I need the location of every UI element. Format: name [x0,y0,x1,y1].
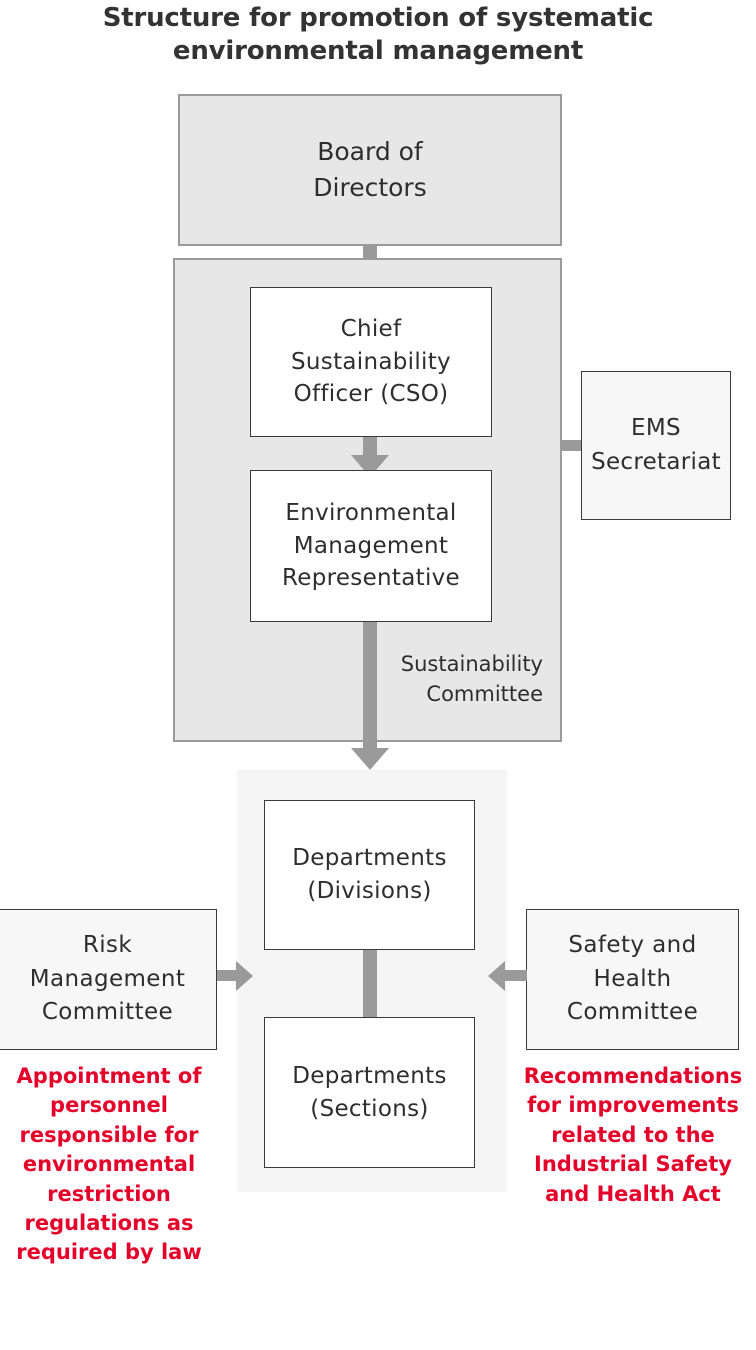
node-departments-divisions: Departments(Divisions) [264,800,475,950]
connector-committee-to-departments [363,622,377,762]
note-right-red: Recommendations for improvements related… [523,1064,743,1206]
node-departments-sections: Departments(Sections) [264,1017,475,1168]
page-title: Structure for promotion of systematic en… [102,3,654,67]
node-departments-divisions-label: Departments(Divisions) [292,845,447,904]
arrow-risk-to-departments-icon [236,961,253,991]
arrow-committee-to-departments-icon [351,748,389,770]
arrow-safety-to-departments-icon [488,961,505,991]
connector-divisions-to-sections [363,950,377,1018]
note-left-red: Appointment of personnel responsible for… [16,1064,202,1265]
connector-risk-to-departments [217,970,242,981]
connector-committee-to-ems [562,440,582,451]
node-departments-sections-label: Departments(Sections) [292,1062,447,1122]
connector-safety-to-departments [502,970,527,981]
